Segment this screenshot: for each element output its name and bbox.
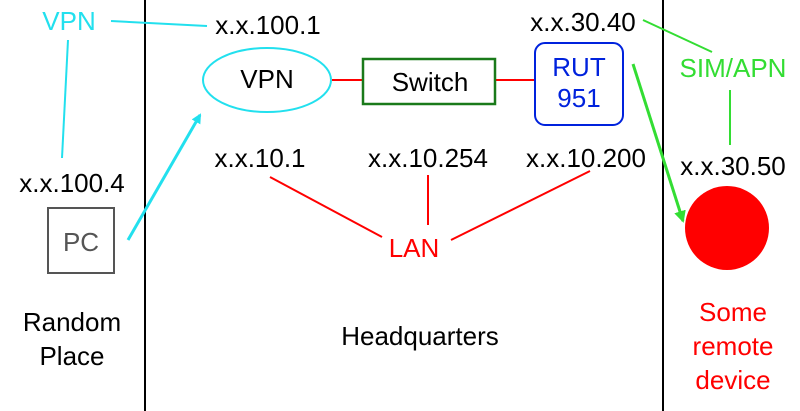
pc-to-vpn-arrow [126,113,202,241]
sim-apn-label: SIM/APN [679,53,787,83]
zone-remote-device: Some remote device [692,297,774,395]
router-label: RUT 951 [552,52,606,114]
lan-line-router [450,170,591,241]
vpn-server-node [202,47,332,113]
remote-device-node [685,186,769,270]
switch-label: Switch [391,67,469,97]
vpn-remote-label: VPN [42,6,96,36]
router-wan-address: x.x.30.40 [530,7,636,37]
vpn-link-line [110,20,208,27]
zone-random-place: Random Place [22,307,122,371]
switch-node [361,57,497,106]
vpn-server-label: VPN [240,64,294,94]
router-lan-address: x.x.10.200 [526,143,646,173]
vpn-server-address: x.x.100.1 [215,10,321,40]
lan-line-vpn [269,176,383,238]
router-to-device-arrow [631,63,686,223]
switch-lan-address: x.x.10.254 [368,143,488,173]
vpn-pc-line [61,39,69,159]
pc-vpn-address: x.x.100.4 [19,168,125,198]
router-node [534,42,624,126]
sim-link-top [642,19,713,53]
pc-node [47,207,115,274]
zone-headquarters: Headquarters [341,321,499,351]
remote-device-address: x.x.30.50 [680,151,786,181]
pc-label: PC [62,227,100,257]
vpn-lan-address: x.x.10.1 [214,143,306,173]
lan-label: LAN [388,233,440,263]
